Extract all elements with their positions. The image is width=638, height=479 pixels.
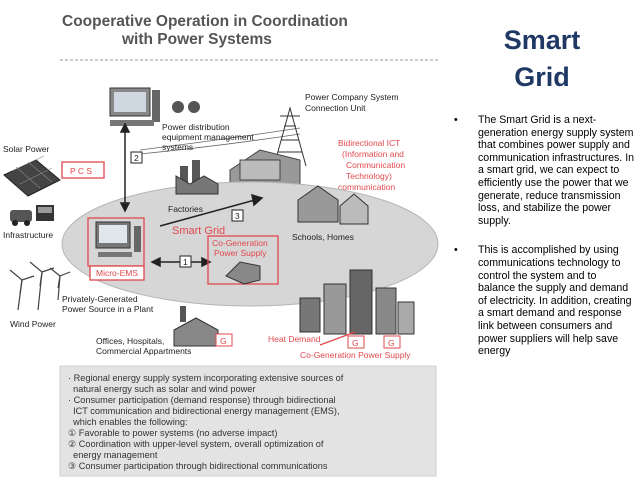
g-badge-offices-text: G bbox=[220, 336, 227, 346]
note-line: ② Coordination with upper-level system, … bbox=[68, 439, 324, 449]
power-station-icon bbox=[229, 149, 301, 191]
note-line: ③ Consumer participation through bidirec… bbox=[68, 461, 328, 471]
schools-homes-icon bbox=[297, 185, 369, 225]
power-company-label-l2: Connection Unit bbox=[305, 103, 366, 113]
notes-box bbox=[59, 365, 437, 477]
private-power-label-l2: Power Source in a Plant bbox=[62, 304, 154, 314]
bidir-label-l2: (Information and bbox=[342, 149, 404, 159]
note-line: natural energy such as solar and wind po… bbox=[68, 384, 255, 394]
cogen-bottom-label: Co-Generation Power Supply bbox=[300, 350, 411, 360]
offices-icon bbox=[173, 306, 219, 347]
factories-label: Factories bbox=[168, 204, 203, 214]
note-line: ① Favorable to power systems (no adverse… bbox=[68, 428, 277, 438]
note-line: which enables the following: bbox=[68, 417, 188, 427]
wind-turbine-icon bbox=[9, 261, 71, 311]
step-1-badge bbox=[179, 255, 192, 268]
power-dist-label-l1: Power distribution bbox=[162, 122, 230, 132]
cogen-label-l1: Co-Generation bbox=[212, 238, 268, 248]
diagram-title-line1: Cooperative Operation in Coordination bbox=[62, 13, 348, 30]
step-3-number: 3 bbox=[235, 211, 240, 221]
solar-power-label: Solar Power bbox=[3, 144, 49, 154]
power-dist-label-l3: systems bbox=[162, 142, 193, 152]
step-2-badge bbox=[130, 151, 143, 164]
bullet-text: The Smart Grid is a next-generation ener… bbox=[478, 114, 635, 227]
notes-list: · Regional energy supply system incorpor… bbox=[68, 373, 344, 471]
note-line: · Regional energy supply system incorpor… bbox=[68, 373, 344, 383]
diagram-title-line2: with Power Systems bbox=[121, 31, 272, 48]
smart-grid-diagram: Cooperative Operation in Coordination wi… bbox=[3, 13, 440, 477]
transmission-tower-icon bbox=[273, 106, 307, 167]
note-line: energy management bbox=[68, 450, 158, 460]
flow-arrows bbox=[119, 122, 264, 268]
note-line: · Consumer participation (demand respons… bbox=[68, 395, 336, 405]
bullet-icon: • bbox=[454, 244, 458, 257]
g-badge-city-1 bbox=[347, 335, 365, 349]
offices-label-l2: Commercial Appartments bbox=[96, 346, 191, 356]
g-badge-city-2-text: G bbox=[388, 338, 395, 348]
offices-label-l1: Offices, Hospitals, bbox=[96, 336, 164, 346]
side-title-line2: Grid bbox=[514, 62, 570, 92]
solar-panel-icon bbox=[3, 155, 61, 197]
cogen-label-l2: Power Supply bbox=[214, 248, 267, 258]
side-title-line1: Smart bbox=[503, 25, 581, 55]
bullet-list: • The Smart Grid is a next-generation en… bbox=[448, 114, 636, 375]
side-title: Smart Grid bbox=[466, 22, 618, 96]
power-dist-label-l2: equipment management bbox=[162, 132, 254, 142]
infrastructure-icon bbox=[10, 205, 54, 226]
server-dots-icon bbox=[172, 101, 200, 113]
step-2-number: 2 bbox=[134, 153, 139, 163]
bullet-text: This is accomplished by using communicat… bbox=[478, 244, 632, 358]
heat-demand-arrow bbox=[319, 331, 356, 346]
schools-homes-label: Schools, Homes bbox=[292, 232, 354, 242]
wind-power-label: Wind Power bbox=[10, 319, 56, 329]
power-company-computer-icon bbox=[109, 87, 160, 126]
note-line: ICT communication and bidirectional ener… bbox=[68, 406, 340, 416]
bullet-item: • The Smart Grid is a next-generation en… bbox=[448, 114, 636, 227]
step-1-number: 1 bbox=[183, 257, 188, 267]
bidir-label-l3: Communication bbox=[346, 160, 405, 170]
private-power-label-l1: Privately-Generated bbox=[62, 294, 138, 304]
g-badge-city-1-text: G bbox=[352, 338, 359, 348]
factories-icon bbox=[175, 160, 219, 195]
bidir-label-l1: Bidirectional ICT bbox=[338, 138, 400, 148]
micro-ems-box bbox=[89, 265, 145, 281]
g-badge-offices bbox=[215, 333, 233, 347]
bullet-item: • This is accomplished by using communic… bbox=[448, 244, 636, 357]
city-buildings-icon bbox=[299, 269, 415, 335]
infrastructure-label: Infrastructure bbox=[3, 230, 53, 240]
pcs-label: P C S bbox=[70, 166, 92, 176]
bidir-label-l4: Technology) bbox=[346, 171, 392, 181]
cogen-unit-icon bbox=[225, 261, 261, 285]
power-company-label-l1: Power Company System bbox=[305, 92, 399, 102]
bidir-label-l5: communication bbox=[338, 182, 395, 192]
heat-demand-label: Heat Demand bbox=[268, 334, 321, 344]
power-lines bbox=[139, 127, 301, 155]
g-badge-city-2 bbox=[383, 335, 401, 349]
smart-grid-label: Smart Grid bbox=[172, 225, 225, 237]
bullet-icon: • bbox=[454, 114, 458, 126]
step-3-badge bbox=[231, 209, 244, 222]
micro-ems-label: Micro-EMS bbox=[96, 268, 138, 278]
pcs-box bbox=[61, 161, 105, 179]
